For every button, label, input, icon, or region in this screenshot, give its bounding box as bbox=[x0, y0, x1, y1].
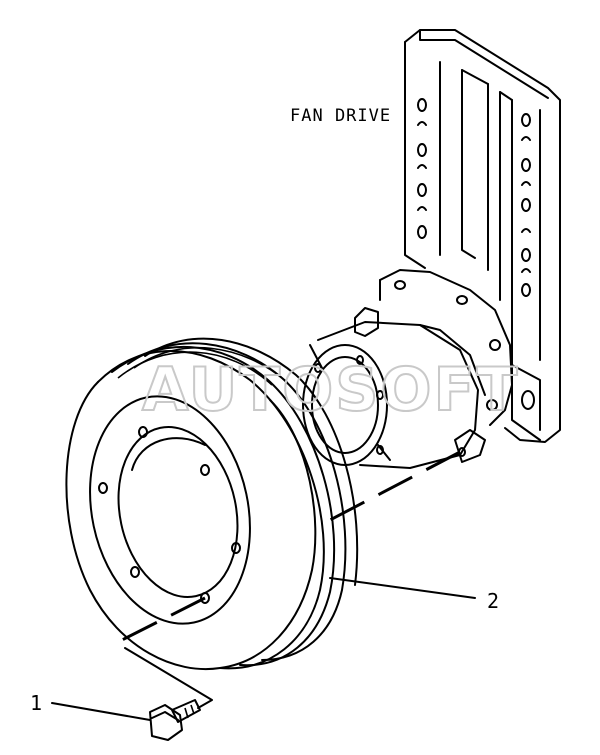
leader-line-2 bbox=[329, 577, 476, 599]
fan-drive-label: FAN DRIVE bbox=[290, 106, 391, 126]
callout-2: 2 bbox=[487, 589, 499, 613]
assembly-centerline bbox=[121, 450, 461, 709]
callout-1: 1 bbox=[30, 691, 42, 715]
pulley bbox=[65, 337, 359, 670]
fan-drive-bracket bbox=[404, 29, 561, 443]
leader-line-1 bbox=[51, 702, 151, 721]
capscrew bbox=[149, 699, 201, 741]
watermark: AUTOSOFT bbox=[142, 355, 519, 425]
